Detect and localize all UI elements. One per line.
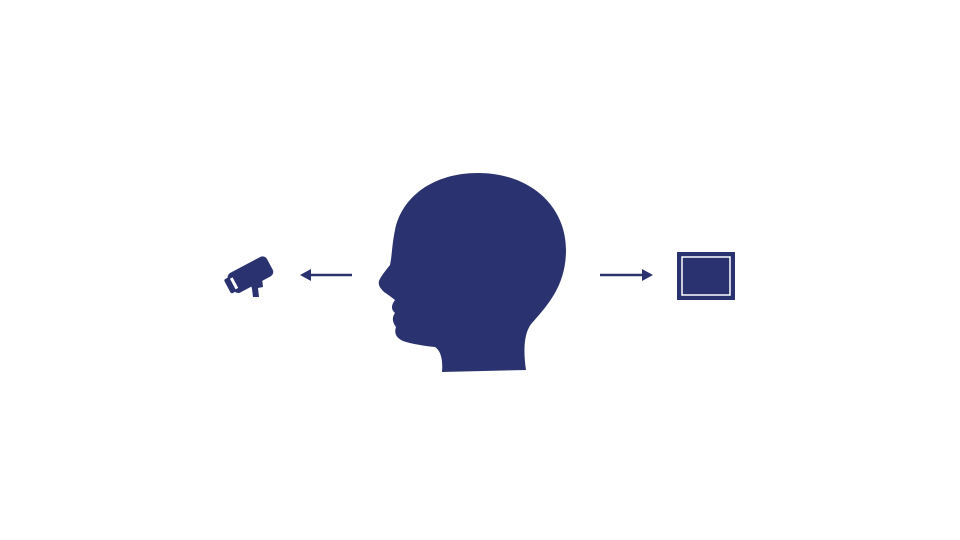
human-head-profile-icon (378, 173, 566, 372)
security-camera-icon (224, 256, 274, 297)
arrow-left (300, 269, 352, 281)
arrow-right (600, 269, 653, 281)
framed-screen-icon (677, 252, 735, 300)
